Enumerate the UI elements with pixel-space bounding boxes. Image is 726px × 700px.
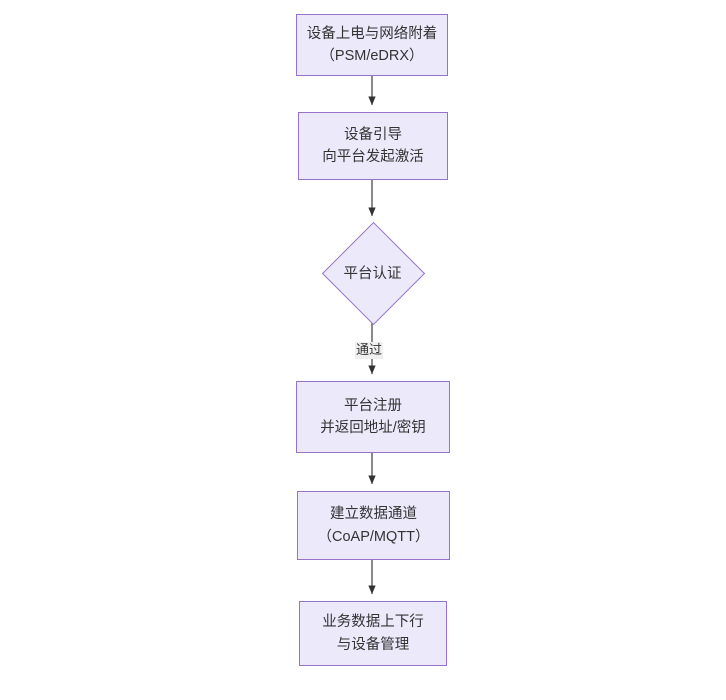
flow-node-text-line: 平台认证: [343, 266, 402, 282]
edge-label-pass: 通过: [355, 342, 384, 359]
flow-node-text-line: 向平台发起激活: [322, 149, 424, 165]
flow-node-platform-register[interactable]: 平台注册 并返回地址/密钥: [296, 381, 450, 453]
flow-node-business-data-and-device-mgmt[interactable]: 业务数据上下行 与设备管理: [299, 601, 447, 666]
flow-node-device-power-on[interactable]: 设备上电与网络附着 （PSM/eDRX）: [296, 14, 448, 76]
flow-node-establish-data-channel[interactable]: 建立数据通道 （CoAP/MQTT）: [297, 491, 450, 560]
flow-node-text-line: 业务数据上下行: [322, 614, 424, 631]
flow-node-text-line: 并返回地址/密钥: [320, 420, 426, 436]
flow-node-text-line: 设备引导: [344, 126, 402, 143]
flow-node-text-line: 与设备管理: [336, 636, 410, 653]
flow-node-platform-auth-decision[interactable]: 平台认证: [321, 221, 426, 326]
flow-node-text-line: （PSM/eDRX）: [320, 48, 424, 64]
flow-node-device-bootstrap[interactable]: 设备引导 向平台发起激活: [298, 112, 448, 180]
flow-node-text-line: 平台注册: [344, 397, 402, 414]
flow-node-text-line: （CoAP/MQTT）: [317, 528, 430, 545]
flow-node-text-line: 建立数据通道: [330, 506, 417, 523]
flow-node-text-line: 设备上电与网络附着: [306, 25, 438, 42]
